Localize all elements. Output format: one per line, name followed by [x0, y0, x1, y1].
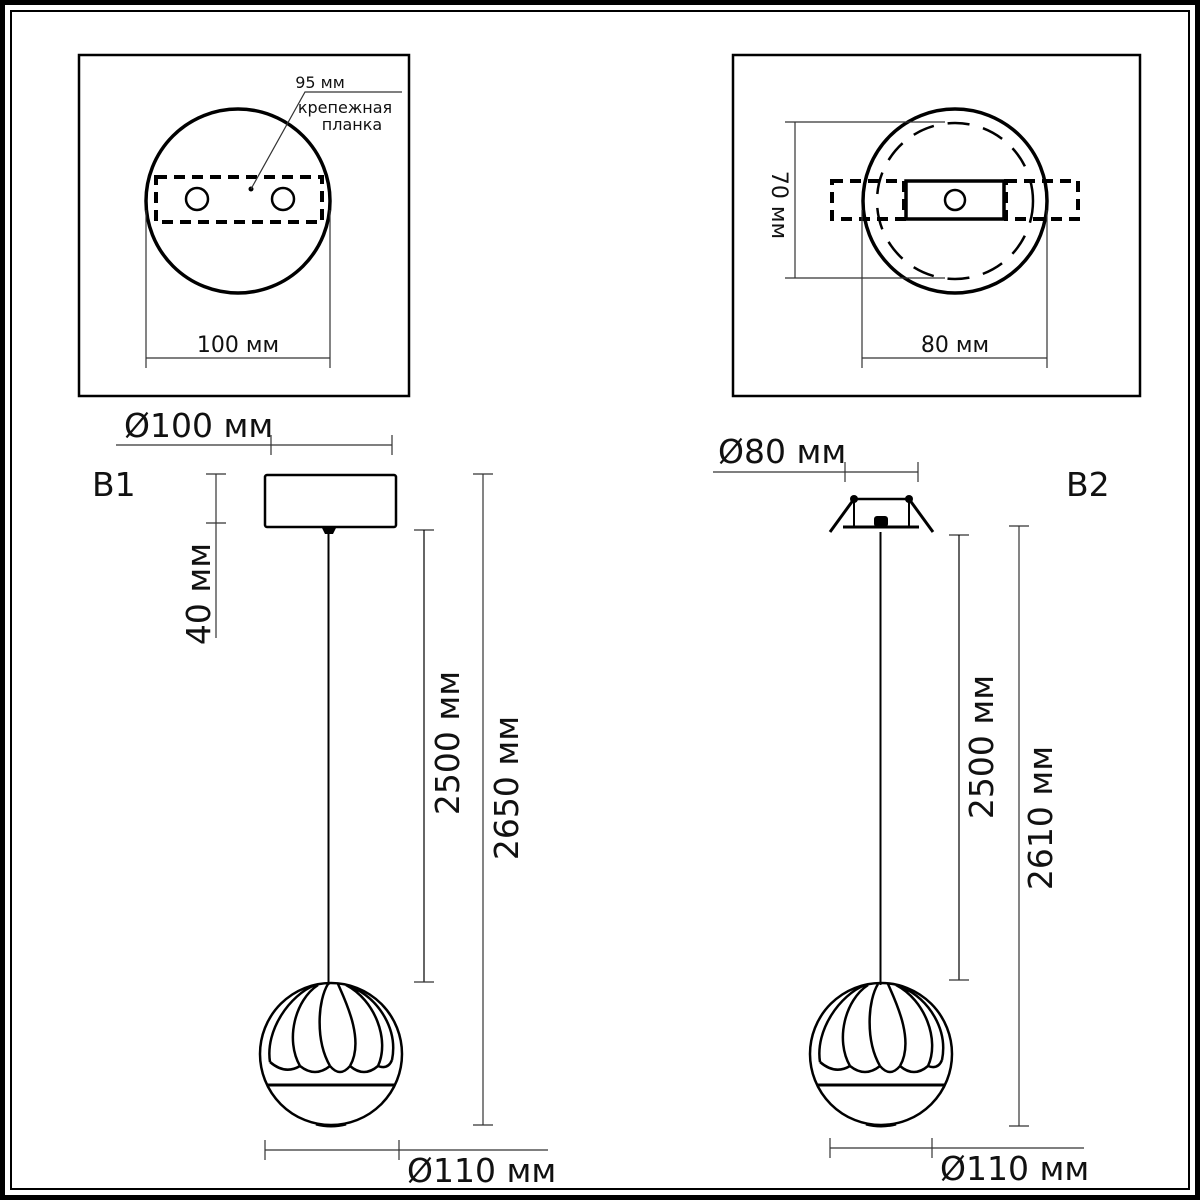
top-left-view [77, 53, 411, 398]
screw-hole-left [184, 186, 210, 212]
top-left-width-label: 100 мм [197, 333, 279, 358]
panel-frame [77, 53, 411, 398]
b2-globe-shade [808, 981, 954, 1128]
plate-caption-line1: крепежная [298, 98, 392, 117]
housing-circle [861, 107, 1049, 295]
spring-clip-right [1004, 179, 1080, 221]
leader-line [250, 91, 402, 190]
b1-shade-diameter-label: Ø110 мм [407, 1151, 556, 1190]
b2-fixture [713, 462, 1084, 1158]
top-right-view [731, 53, 1142, 398]
variant-b1-tag: B1 [92, 465, 136, 504]
b2-recessed-mount [828, 495, 935, 533]
b1-total-length-label: 2650 мм [487, 716, 526, 860]
b1-fixture [116, 435, 548, 1160]
plate-caption-line2: планка [322, 115, 382, 134]
bracket [904, 179, 1006, 221]
screw-hole-right [270, 186, 296, 212]
top-right-width-label: 80 мм [921, 333, 989, 358]
b2-total-length-label: 2610 мм [1021, 746, 1060, 890]
panel-frame [731, 53, 1142, 398]
b1-cable-grip [322, 528, 336, 534]
b1-cable-length-label: 2500 мм [428, 671, 467, 815]
b1-globe-shade [258, 981, 404, 1128]
plate-length-label: 95 мм [295, 73, 345, 92]
canopy-circle [144, 107, 332, 295]
b2-cable-length-label: 2500 мм [962, 675, 1001, 819]
variant-b2-tag: B2 [1066, 465, 1110, 504]
inner-frame [10, 10, 1190, 1190]
center-screw [943, 188, 967, 212]
cutout-circle [875, 121, 1035, 281]
b1-canopy-diameter-label: Ø100 мм [124, 406, 273, 445]
b2-shade-diameter-label: Ø110 мм [940, 1149, 1089, 1188]
b1-canopy [263, 473, 398, 529]
mounting-plate-outline [154, 175, 324, 224]
top-right-height-label: 70 мм [766, 171, 791, 239]
spring-clip-left [830, 179, 906, 221]
b1-canopy-height-label: 40 мм [179, 543, 218, 645]
b2-cutout-diameter-label: Ø80 мм [718, 432, 846, 471]
